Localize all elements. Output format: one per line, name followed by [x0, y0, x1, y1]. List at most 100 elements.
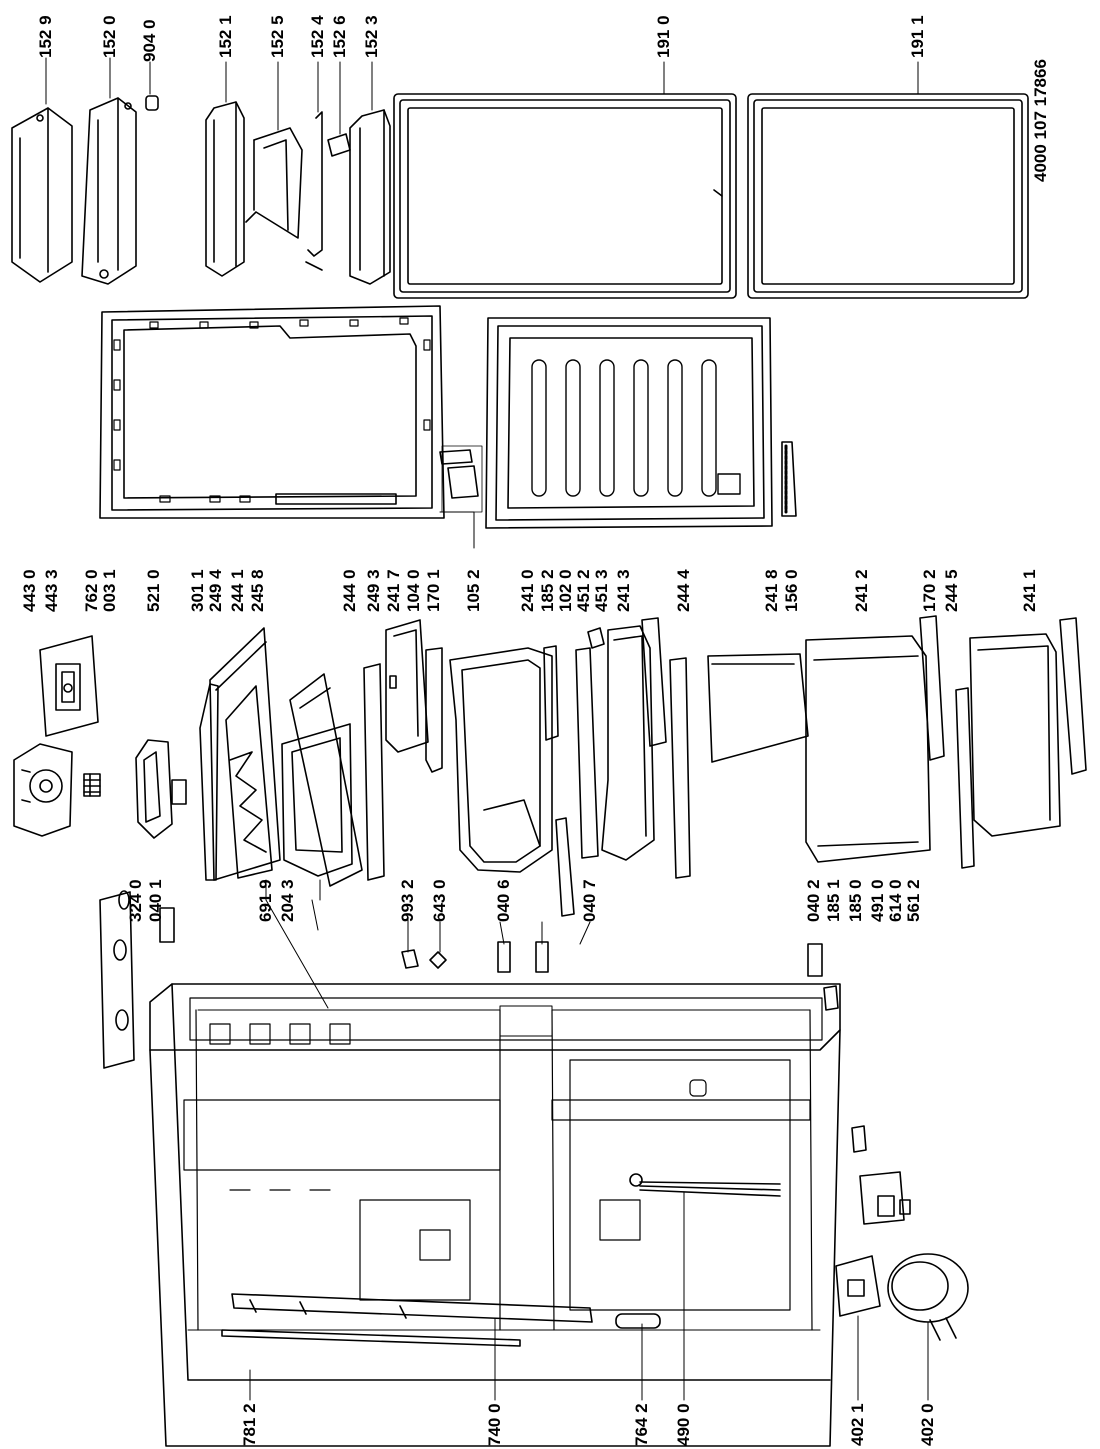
heater-7400 — [231, 1293, 593, 1323]
part-label: 152 1 — [216, 15, 235, 58]
inner-door-freezer — [485, 317, 773, 529]
door-shelf-1523 — [349, 109, 391, 285]
rail-2444 — [641, 617, 667, 747]
clip-1850 — [851, 1125, 867, 1153]
hinge-0401 — [159, 907, 175, 943]
part-label: 170 1 — [424, 569, 443, 612]
part-label: 152 3 — [362, 15, 381, 58]
part-6140 — [899, 1199, 911, 1215]
sensor-7620 — [83, 773, 101, 797]
shelf-2441 — [209, 627, 281, 881]
compressor-relay-4021 — [835, 1255, 881, 1317]
part-label: 521 0 — [144, 569, 163, 612]
part-label: 152 0 — [100, 15, 119, 58]
part-label: 040 6 — [494, 879, 513, 922]
tube-7812 — [221, 1329, 521, 1347]
part-label: 740 0 — [485, 1403, 504, 1446]
part-label: 244 5 — [942, 569, 961, 612]
rail-1020 — [555, 817, 575, 917]
hinge-0406 — [497, 941, 549, 973]
part-label: 191 0 — [654, 15, 673, 58]
part-label: 614 0 — [886, 879, 905, 922]
part-label: 185 2 — [538, 569, 557, 612]
clip-4513 — [587, 627, 605, 649]
part-label: 152 9 — [36, 15, 55, 58]
clip-9040 — [145, 95, 159, 111]
part-label: 443 3 — [42, 569, 61, 612]
shelf-2440 — [289, 673, 363, 887]
part-label: 241 8 — [762, 569, 781, 612]
glass-shelf-2493 — [363, 663, 385, 881]
crisper-cover-2043 — [281, 723, 353, 877]
part-label: 152 4 — [308, 15, 327, 58]
part-label: 245 8 — [248, 569, 267, 612]
part-label: 102 0 — [556, 569, 575, 612]
part-label: 643 0 — [430, 879, 449, 922]
part-label: 324 0 — [126, 879, 145, 922]
flap-2418 — [707, 653, 809, 763]
drawer-2413 — [601, 625, 655, 861]
part-label: 402 0 — [918, 1403, 937, 1446]
part-label: 491 0 — [868, 879, 887, 922]
part-label: 241 0 — [518, 569, 537, 612]
part-label: 244 4 — [674, 569, 693, 612]
part-label: 249 3 — [364, 569, 383, 612]
fan-grille-4433 — [39, 635, 99, 737]
part-label: 993 2 — [398, 879, 417, 922]
drawer-2411 — [969, 633, 1061, 837]
fan-motor-4430 — [13, 743, 73, 837]
part-label: 762 0 — [82, 569, 101, 612]
part-label: 249 4 — [206, 569, 225, 612]
drawer-2410 — [449, 647, 553, 873]
part-label: 003 1 — [100, 569, 119, 612]
part-label: 451 3 — [592, 569, 611, 612]
part-label: 904 0 — [140, 19, 159, 62]
part-label: 152 5 — [268, 15, 287, 58]
cabinet — [149, 983, 841, 1447]
part-label: 040 1 — [146, 879, 165, 922]
part-label: 104 0 — [404, 569, 423, 612]
part-label: 241 2 — [852, 569, 871, 612]
clip-1851 — [823, 985, 839, 1011]
part-label: 301 1 — [188, 569, 207, 612]
rail-1702 — [919, 615, 945, 761]
part-label: 105 2 — [464, 569, 483, 612]
door-bin-1520 — [81, 97, 137, 285]
holder-1525 — [245, 127, 303, 239]
part-label: 451 2 — [574, 569, 593, 612]
door-shelf-1521 — [205, 101, 245, 277]
cabinet-interior-freezer — [551, 1009, 813, 1331]
part-label: 156 0 — [782, 569, 801, 612]
handle-1560 — [781, 441, 797, 517]
part-label: 040 2 — [804, 879, 823, 922]
door-gasket-1911 — [747, 93, 1029, 299]
inner-door-fridge — [99, 305, 445, 519]
clip-1526 — [327, 133, 351, 157]
power-cord-4900 — [629, 1173, 781, 1197]
part-label: 691 9 — [256, 879, 275, 922]
part-label: 170 2 — [920, 569, 939, 612]
cabinet-interior-fridge — [195, 1009, 501, 1331]
leader-lines — [45, 57, 929, 1401]
part-label: 241 3 — [614, 569, 633, 612]
rail-1701 — [425, 647, 443, 773]
shelf-2494 — [199, 683, 219, 881]
part-label: 185 1 — [824, 879, 843, 922]
part-label: 244 0 — [340, 569, 359, 612]
part-label: 561 2 — [904, 879, 923, 922]
part-label: 241 7 — [384, 569, 403, 612]
rail-2411-b — [1059, 617, 1087, 775]
door-gasket-1910 — [393, 93, 737, 299]
part-label: 781 2 — [240, 1403, 259, 1446]
part-label: 040 7 — [580, 879, 599, 922]
relay-box-4910 — [859, 1171, 905, 1225]
bin-2417 — [385, 619, 429, 753]
part-label: 185 0 — [846, 879, 865, 922]
part-label: 152 6 — [330, 15, 349, 58]
glass-shelf-4512 — [575, 647, 599, 859]
part-label: 204 3 — [278, 879, 297, 922]
dryer-7642 — [615, 1313, 661, 1329]
part-label: 764 2 — [632, 1403, 651, 1446]
drawer-2412 — [805, 635, 931, 863]
